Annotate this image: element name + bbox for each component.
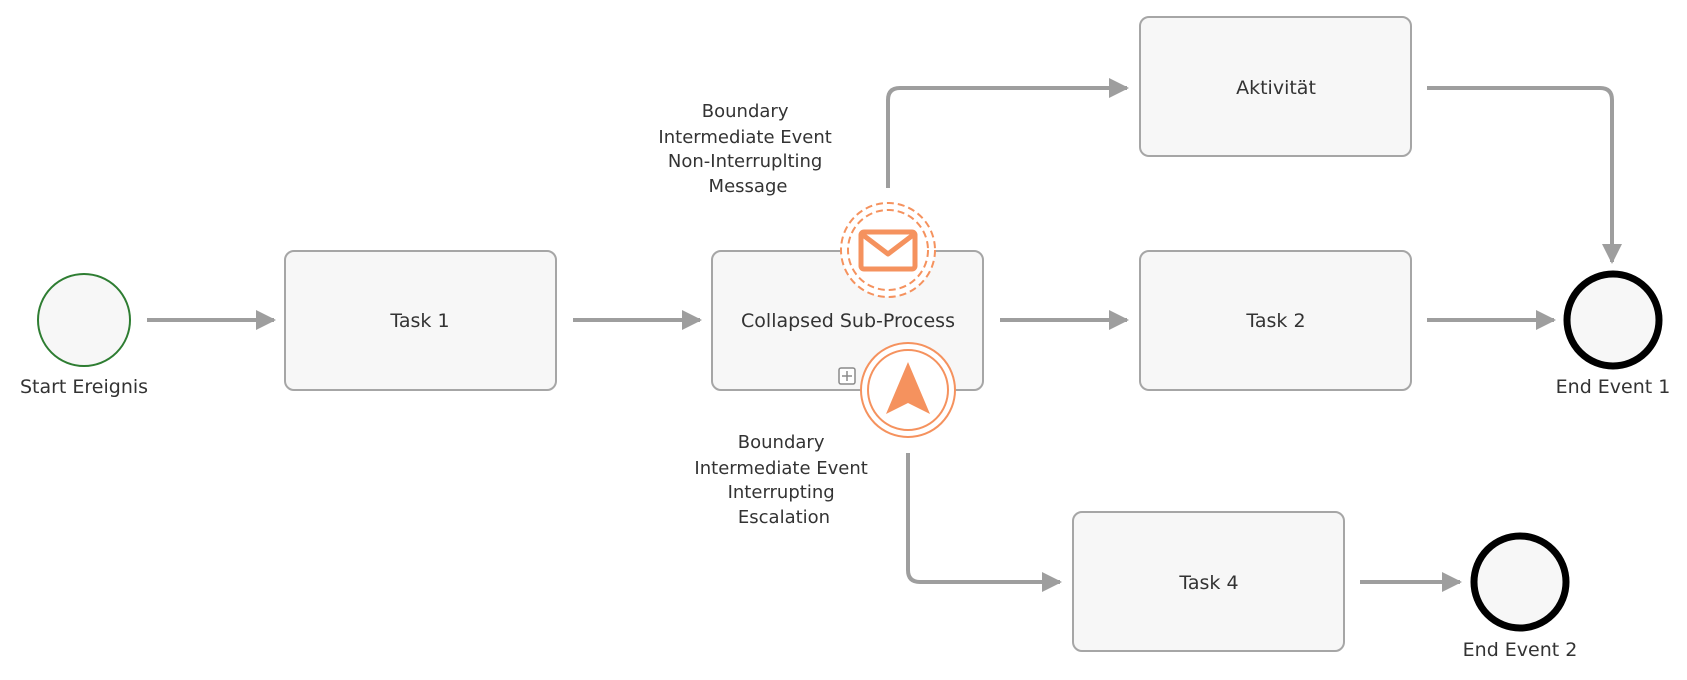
sequence-flows [147,78,1622,592]
boundary-escalation-label-line-2: Intermediate Event [694,458,867,479]
task-4-box [1072,511,1345,652]
end-event-2-icon [1470,532,1570,632]
flow-message-to-aktivitat[interactable] [886,78,1129,188]
boundary-message-label: Boundary Intermediate Event Non-Interrup… [658,101,837,197]
aktivitat-label: Aktivität [1236,77,1316,99]
boundary-escalation-label-line-3: Interrupting [728,482,835,503]
escalation-arrow-icon [886,362,930,414]
boundary-message-label-line-3: Non-Interruplting [668,151,822,172]
task-2[interactable]: Task 2 [1139,250,1412,391]
start-event-label: Start Ereignis [20,376,148,398]
boundary-message-label-line-2: Intermediate Event [658,127,831,148]
end-event-1-icon [1563,270,1663,370]
flow-escalation-to-task4[interactable] [906,453,1062,592]
task-aktivitat[interactable]: Aktivität [1139,16,1412,157]
task-2-box [1139,250,1412,391]
start-event[interactable]: Start Ereignis [20,273,148,398]
aktivitat-box [1139,16,1412,157]
task-1-label: Task 1 [389,310,449,332]
subprocess-label: Collapsed Sub-Process [741,310,955,332]
end-event-2-label: End Event 2 [1463,639,1578,661]
boundary-escalation-label-line-4: Escalation [738,507,830,528]
boundary-escalation-event[interactable] [860,342,956,438]
task-2-label: Task 2 [1245,310,1305,332]
task-1-box [284,250,557,391]
end-event-1[interactable]: End Event 1 [1556,270,1671,398]
boundary-escalation-label-line-1: Boundary [738,432,825,453]
start-event-icon [37,273,131,367]
flow-aktivitat-to-end1[interactable] [1427,86,1622,264]
boundary-escalation-label: Boundary Intermediate Event Interrupting… [694,432,873,528]
boundary-message-label-line-4: Message [709,176,788,197]
boundary-message-label-line-1: Boundary [702,101,789,122]
task-1[interactable]: Task 1 [284,250,557,391]
boundary-message-event[interactable] [840,202,936,298]
task-4-label: Task 4 [1178,572,1238,594]
end-event-2[interactable]: End Event 2 [1463,532,1578,661]
task-4[interactable]: Task 4 [1072,511,1345,652]
envelope-icon [858,229,918,272]
end-event-1-label: End Event 1 [1556,376,1671,398]
plus-square-icon[interactable] [838,367,856,385]
